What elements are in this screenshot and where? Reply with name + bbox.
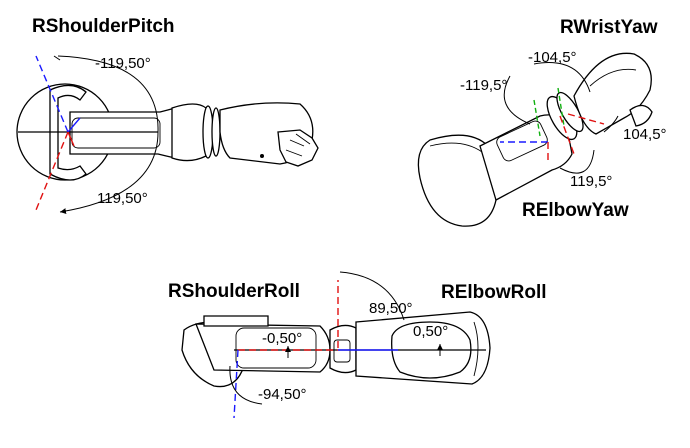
angle-shoulder-roll-max: -0,50° xyxy=(262,330,302,347)
angle-wrist-yaw-min: -104,5° xyxy=(528,49,577,66)
label-elbow-roll: RElbowRoll xyxy=(441,282,547,303)
shoulder-pitch-figure xyxy=(16,55,319,214)
shoulder-cap xyxy=(49,84,87,181)
angle-shoulder-pitch-max: 119,50° xyxy=(97,190,148,207)
angle-elbow-yaw-max: 119,5° xyxy=(570,173,612,190)
upper-arm-body xyxy=(69,107,176,159)
angle-elbow-roll-max: 89,50° xyxy=(369,300,413,317)
label-elbow-yaw: RElbowYaw xyxy=(522,200,629,221)
upper-arm-roll-plate xyxy=(235,327,317,369)
label-shoulder-pitch: RShoulderPitch xyxy=(32,16,175,37)
wrist-elbow-yaw-figure xyxy=(417,52,653,227)
label-wrist-yaw: RWristYaw xyxy=(560,17,658,38)
forearm-yaw-body xyxy=(479,114,573,201)
angle-wrist-yaw-max: 104,5° xyxy=(623,126,667,143)
hand-fingers xyxy=(277,129,319,167)
hand-yaw xyxy=(573,52,652,135)
label-shoulder-roll: RShoulderRoll xyxy=(168,281,300,302)
angle-shoulder-roll-min: -94,50° xyxy=(258,386,307,403)
thumb xyxy=(629,104,653,127)
angle-elbow-yaw-min: -119,5° xyxy=(460,77,507,94)
angle-elbow-roll-min: 0,50° xyxy=(413,323,448,340)
shoulder-bracket xyxy=(203,315,269,327)
upper-arm-plate xyxy=(71,117,161,149)
elbow-ring-2 xyxy=(211,107,221,157)
shoulder-elbow-roll-figure xyxy=(181,271,491,419)
elbow-joint xyxy=(171,103,207,162)
angle-shoulder-pitch-min: -119,50° xyxy=(95,55,151,72)
